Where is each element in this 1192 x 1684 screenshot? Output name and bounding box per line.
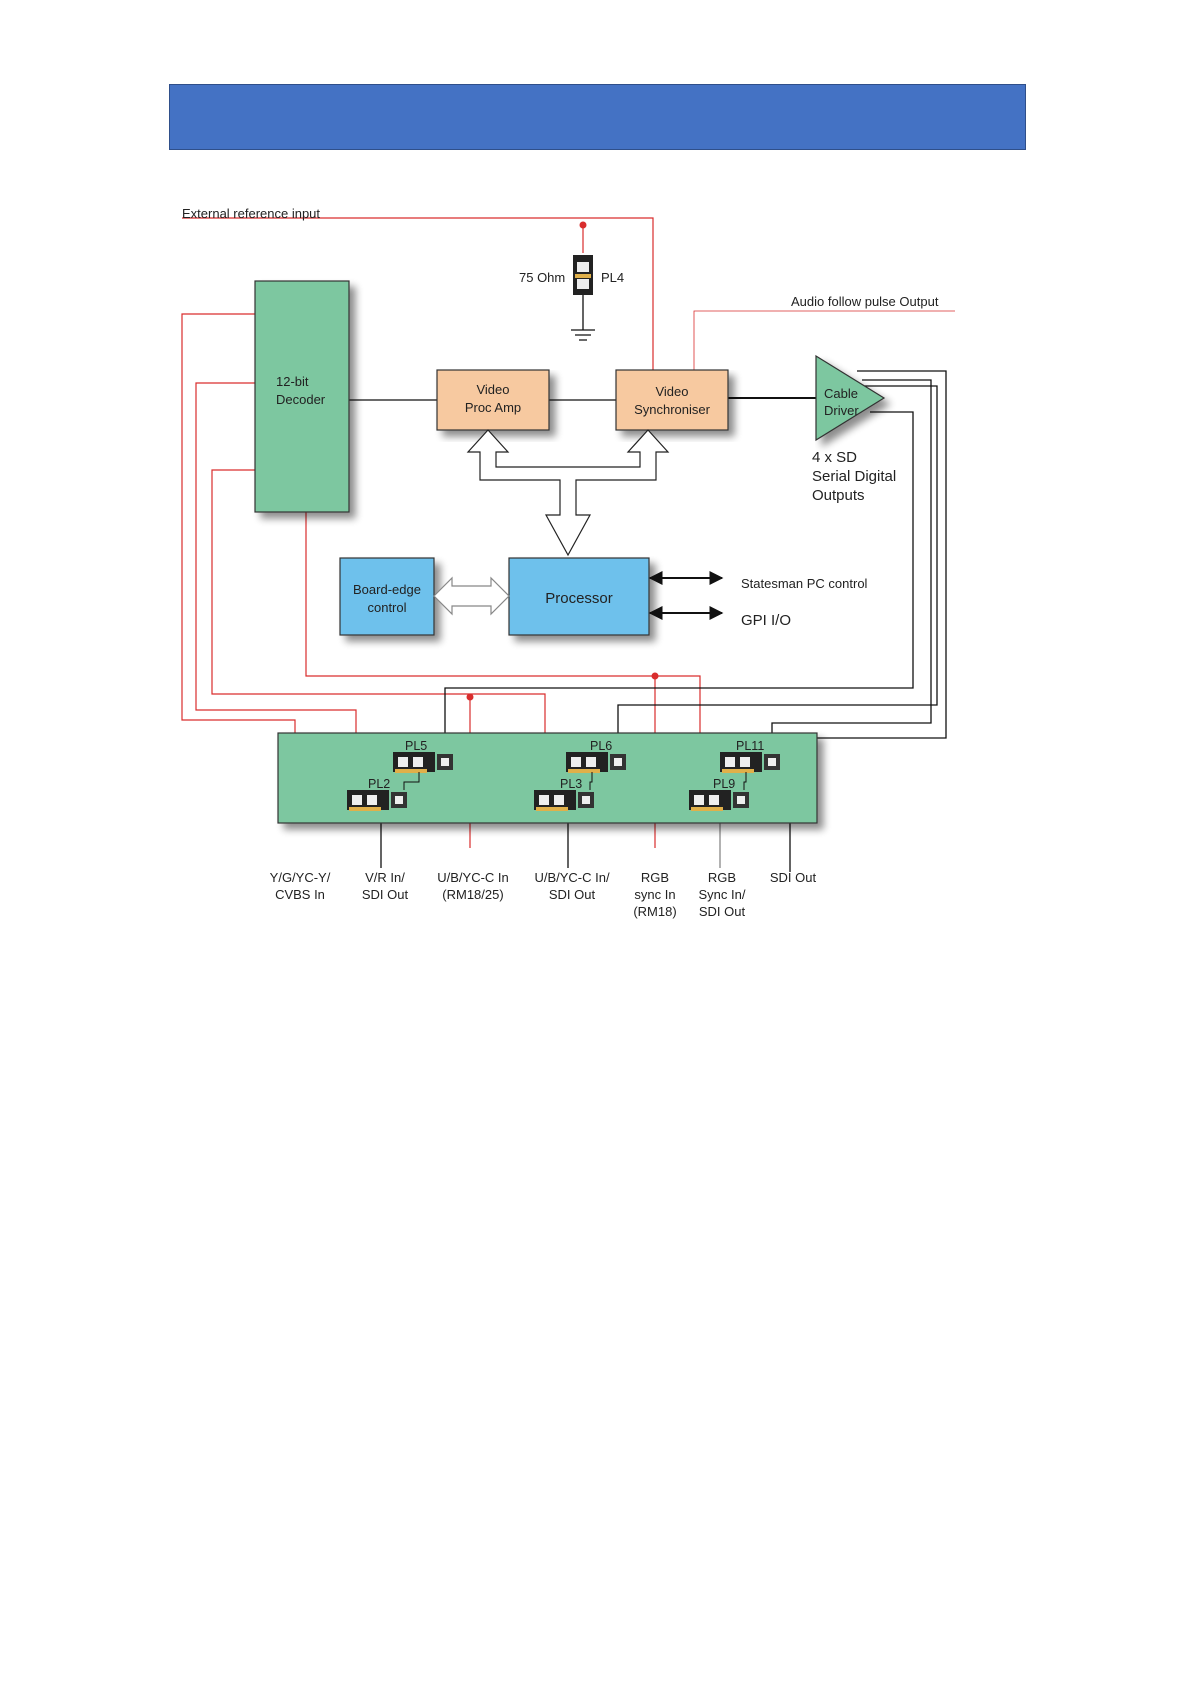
jumper-pl5 <box>393 752 453 773</box>
junction-dot-sync <box>651 672 659 680</box>
sdi-output-loop-3 <box>444 411 914 758</box>
header-bar <box>169 84 1026 150</box>
cable-driver-label-2: Driver <box>824 403 859 418</box>
junction-dot-ref <box>579 221 587 229</box>
decoder-label-1: 12-bit <box>276 374 309 389</box>
outputs-label-3: Outputs <box>812 487 865 504</box>
junction-dot-ub <box>466 693 474 701</box>
gpi-label: GPI I/O <box>741 612 791 629</box>
synchroniser-block <box>615 369 729 431</box>
bottom-label-5-line-3: SDI Out <box>699 904 746 919</box>
decoder-bottom-wire <box>305 512 701 782</box>
audio-follow-label: Audio follow pulse Output <box>791 294 939 309</box>
cable-driver-label-1: Cable <box>824 386 858 401</box>
outputs-label-1: 4 x SD <box>812 449 857 466</box>
bottom-label-3-line-2: SDI Out <box>549 887 596 902</box>
pl4-pin-bottom <box>577 279 589 289</box>
bottom-label-1-line-2: SDI Out <box>362 887 409 902</box>
external-reference-label: External reference input <box>182 206 320 221</box>
decoder-feed-3 <box>211 469 546 782</box>
external-ref-wire <box>182 217 654 372</box>
board-edge-label-2: control <box>367 600 406 615</box>
bottom-label-4-line-3: (RM18) <box>633 904 676 919</box>
outputs-label-2: Serial Digital <box>812 468 896 485</box>
pl4-pin-top <box>577 262 589 272</box>
bottom-label-4-line-2: sync In <box>634 887 675 902</box>
jumper-pl9 <box>689 790 749 811</box>
board-edge-processor-arrow <box>433 576 510 616</box>
proc-amp-label-2: Proc Amp <box>465 400 521 415</box>
jumper-pl2 <box>347 790 407 811</box>
decoder-feed-2 <box>195 382 357 758</box>
pl9-label: PL9 <box>713 777 735 791</box>
board-edge-label-1: Board-edge <box>353 582 421 597</box>
cable-driver-triangle <box>815 354 886 442</box>
sdi-output-loop-2 <box>617 385 938 758</box>
processor-block <box>508 557 650 636</box>
board-edge-block <box>339 557 435 636</box>
pl5-label: PL5 <box>405 739 427 753</box>
pl6-label: PL6 <box>590 739 612 753</box>
statesman-label: Statesman PC control <box>741 576 868 591</box>
pl2-label: PL2 <box>368 777 390 791</box>
ohm-label: 75 Ohm <box>519 270 565 285</box>
jumper-pl6 <box>566 752 626 773</box>
sync-label-1: Video <box>655 384 688 399</box>
bus-arrow <box>466 429 670 557</box>
sync-label-2: Synchroniser <box>634 402 711 417</box>
audio-follow-wire <box>693 310 955 372</box>
bottom-label-1-line-1: V/R In/ <box>365 870 405 885</box>
bottom-label-2-line-1: U/B/YC-C In <box>437 870 509 885</box>
pl4-label: PL4 <box>601 270 624 285</box>
pl4-link <box>575 274 591 278</box>
proc-amp-block <box>436 369 550 431</box>
decoder-block <box>254 280 350 513</box>
bottom-label-6-line-1: SDI Out <box>770 870 817 885</box>
bottom-label-0-line-2: CVBS In <box>275 887 325 902</box>
bottom-label-0-line-1: Y/G/YC-Y/ <box>270 870 331 885</box>
jumper-pl11 <box>720 752 780 773</box>
bottom-label-5-line-1: RGB <box>708 870 736 885</box>
proc-amp-label-1: Video <box>476 382 509 397</box>
processor-label: Processor <box>545 590 613 607</box>
decoder-label-2: Decoder <box>276 392 326 407</box>
pl3-label: PL3 <box>560 777 582 791</box>
jumper-pl3 <box>534 790 594 811</box>
bottom-label-5-line-2: Sync In/ <box>699 887 746 902</box>
bottom-label-2-line-2: (RM18/25) <box>442 887 503 902</box>
pl11-label: PL11 <box>736 739 764 753</box>
ground-symbol <box>571 329 595 341</box>
bottom-labels: Y/G/YC-Y/ CVBS In V/R In/ SDI Out U/B/YC… <box>270 870 817 919</box>
bottom-label-3-line-1: U/B/YC-C In/ <box>534 870 610 885</box>
bottom-label-4-line-1: RGB <box>641 870 669 885</box>
sdi-output-loop-1 <box>771 379 932 758</box>
